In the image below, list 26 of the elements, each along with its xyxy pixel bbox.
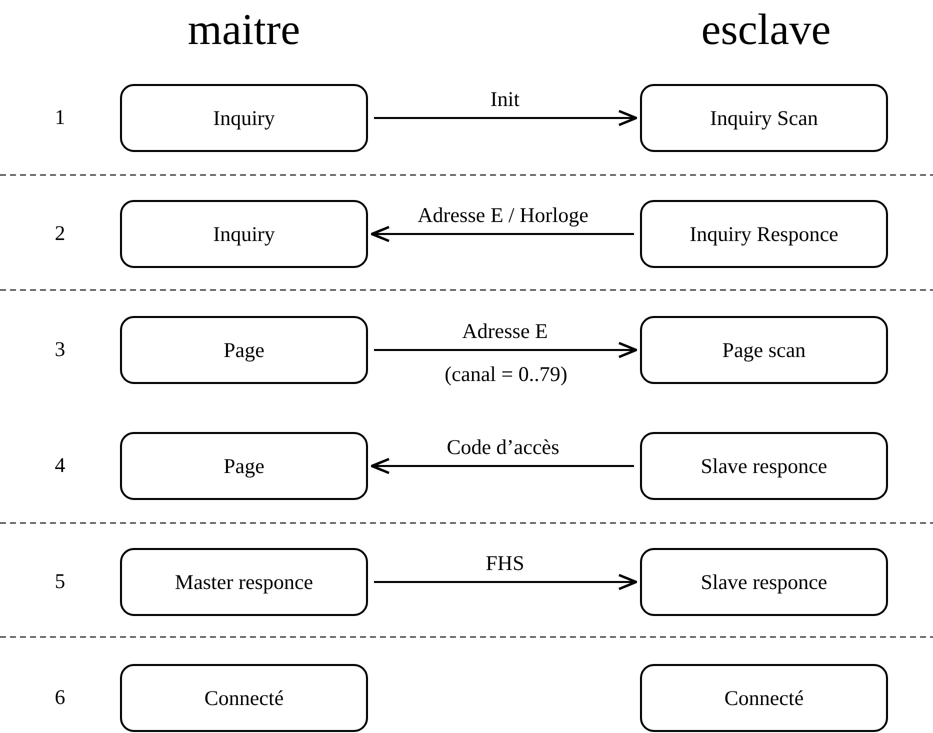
column-heading: esclave	[701, 4, 831, 55]
arrow	[374, 574, 638, 590]
row-number: 6	[54, 685, 66, 710]
row-number: 1	[54, 105, 66, 130]
column-heading: maitre	[188, 4, 300, 55]
state-box: Page scan	[640, 316, 888, 384]
state-box: Page	[120, 432, 368, 500]
state-box: Inquiry Scan	[640, 84, 888, 152]
row-number: 3	[54, 337, 66, 362]
state-box: Inquiry	[120, 200, 368, 268]
channel-note: (canal = 0..79)	[444, 362, 568, 387]
state-box: Inquiry	[120, 84, 368, 152]
arrow	[370, 226, 634, 242]
row-number: 4	[54, 453, 66, 478]
row-number: 2	[54, 221, 66, 246]
state-box: Page	[120, 316, 368, 384]
state-box: Connecté	[640, 664, 888, 732]
arrow	[370, 458, 634, 474]
state-box: Slave responce	[640, 548, 888, 616]
arrow	[374, 110, 638, 126]
state-box: Master responce	[120, 548, 368, 616]
arrow	[374, 342, 638, 358]
row-number: 5	[54, 569, 66, 594]
state-box: Inquiry Responce	[640, 200, 888, 268]
state-box: Slave responce	[640, 432, 888, 500]
state-box: Connecté	[120, 664, 368, 732]
